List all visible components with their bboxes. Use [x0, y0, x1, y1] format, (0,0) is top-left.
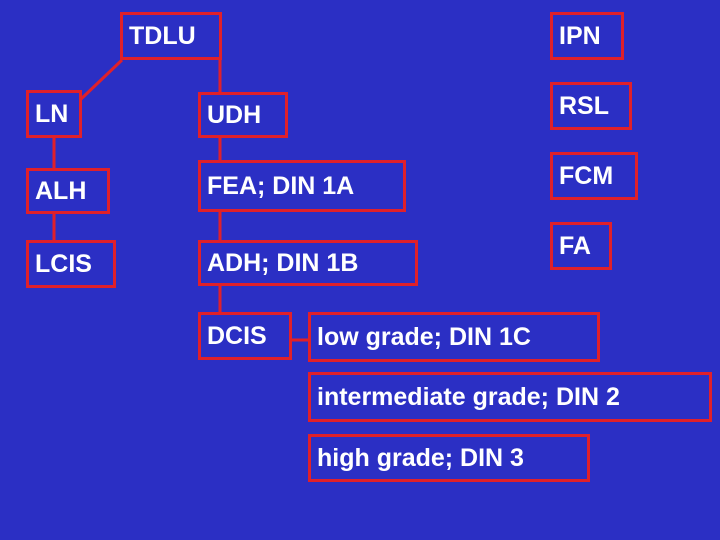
node-dcis-low: low grade; DIN 1C [308, 312, 600, 362]
node-ln: LN [26, 90, 82, 138]
node-fcm: FCM [550, 152, 638, 200]
connector-tdlu-ln [78, 58, 124, 102]
node-alh: ALH [26, 168, 110, 214]
node-dcis-intermediate: intermediate grade; DIN 2 [308, 372, 712, 422]
node-fea: FEA; DIN 1A [198, 160, 406, 212]
node-dcis: DCIS [198, 312, 292, 360]
node-adh: ADH; DIN 1B [198, 240, 418, 286]
node-udh: UDH [198, 92, 288, 138]
node-fa: FA [550, 222, 612, 270]
node-rsl: RSL [550, 82, 632, 130]
node-lcis: LCIS [26, 240, 116, 288]
node-tdlu: TDLU [120, 12, 222, 60]
node-ipn: IPN [550, 12, 624, 60]
node-dcis-high: high grade; DIN 3 [308, 434, 590, 482]
